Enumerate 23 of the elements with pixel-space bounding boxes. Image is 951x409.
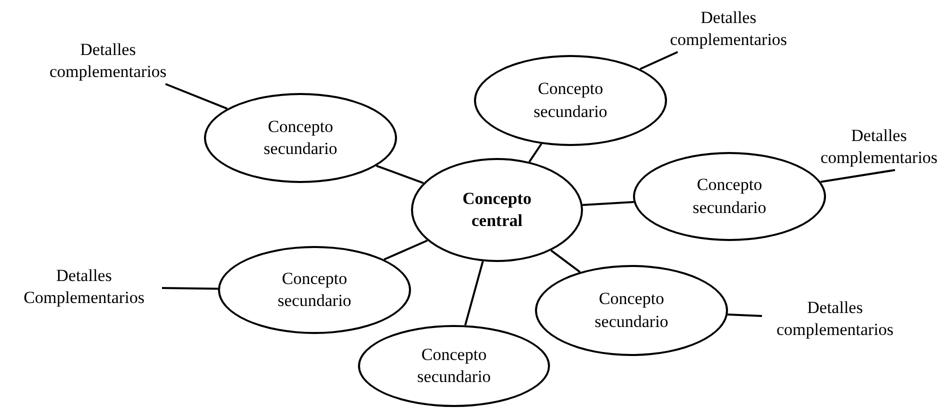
detail-label: Detalles complementarios: [775, 296, 895, 341]
concept-label: Concepto secundario: [416, 344, 492, 388]
concept-label: Concepto central: [462, 188, 532, 232]
connector-line: [582, 201, 634, 206]
connector-line: [464, 261, 484, 326]
concept-label: Concepto secundario: [594, 288, 670, 332]
detail-label: Detalles complementarios: [668, 6, 788, 51]
connector-line: [376, 164, 424, 184]
connector-line: [162, 287, 218, 290]
detail-label: Detalles complementarios: [819, 124, 939, 169]
concept-label: Concepto secundario: [276, 268, 352, 312]
concept-label: Concepto secundario: [692, 174, 768, 218]
connector-line: [165, 83, 228, 110]
concept-label: Concepto secundario: [262, 116, 338, 160]
detail-label: Detalles Complementarios: [22, 264, 146, 309]
connector-line: [528, 143, 542, 162]
concept-label: Concepto secundario: [532, 78, 608, 122]
connector-line: [384, 240, 428, 260]
connector-line: [728, 314, 762, 317]
connector-line: [550, 250, 581, 273]
connector-line: [820, 169, 896, 183]
detail-label: Detalles complementarios: [48, 38, 168, 83]
connector-line: [640, 51, 678, 70]
